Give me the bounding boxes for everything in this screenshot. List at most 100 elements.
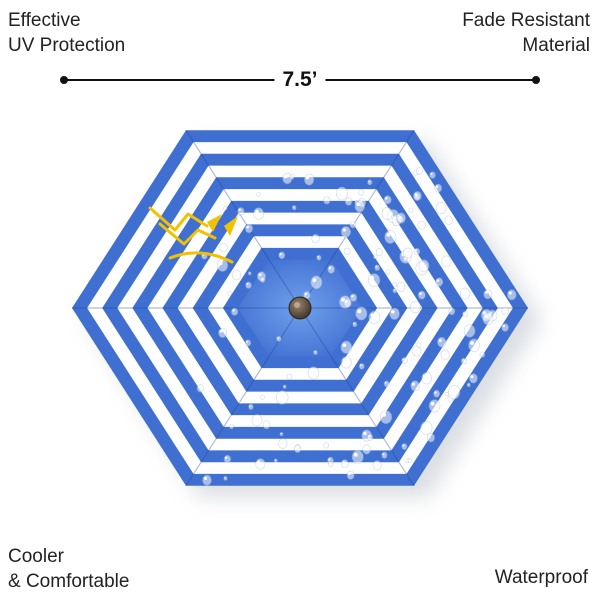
droplet-highlight xyxy=(290,175,293,177)
droplet-body xyxy=(409,300,421,314)
droplet-highlight xyxy=(435,185,439,188)
droplet-body xyxy=(460,287,471,300)
droplet-highlight xyxy=(261,278,263,280)
droplet-highlight xyxy=(295,446,298,449)
water-droplet xyxy=(291,205,297,211)
droplet-highlight xyxy=(232,309,235,312)
water-droplet xyxy=(383,380,390,388)
droplet-body xyxy=(448,307,456,316)
water-droplet xyxy=(237,207,245,216)
droplet-body xyxy=(227,290,232,297)
droplet-body xyxy=(340,459,349,468)
water-droplet xyxy=(389,307,400,320)
sun-ray xyxy=(158,222,217,246)
droplet-highlight xyxy=(246,340,249,343)
droplet-highlight xyxy=(391,310,395,314)
droplet-body xyxy=(294,444,302,453)
droplet-body xyxy=(340,340,353,354)
water-droplet xyxy=(260,394,265,400)
droplet-highlight xyxy=(257,460,261,464)
water-droplet xyxy=(256,192,261,198)
droplet-highlight xyxy=(238,208,241,211)
water-droplet xyxy=(286,373,293,380)
droplet-highlight xyxy=(445,217,449,220)
droplet-highlight xyxy=(382,453,385,456)
droplet-body xyxy=(420,420,433,435)
droplet-body xyxy=(417,290,426,300)
droplet-body xyxy=(501,307,509,316)
water-droplet xyxy=(349,221,356,229)
cooler-line2: & Comfortable xyxy=(8,571,130,592)
fade-resistant-line2: Material xyxy=(522,35,590,56)
droplet-body xyxy=(278,251,286,260)
droplet-highlight xyxy=(411,382,415,386)
droplet-body xyxy=(413,247,421,256)
droplet-highlight xyxy=(227,291,230,294)
droplet-body xyxy=(383,195,392,205)
droplet-body xyxy=(392,288,397,294)
water-droplet xyxy=(351,449,364,464)
droplet-highlight xyxy=(420,261,425,266)
droplet-highlight xyxy=(393,283,395,285)
water-droplet xyxy=(355,306,368,321)
water-droplet xyxy=(231,307,239,316)
droplet-body xyxy=(358,189,364,196)
water-droplet xyxy=(460,357,467,365)
droplet-highlight xyxy=(304,292,307,295)
water-droplet xyxy=(372,460,382,471)
droplet-highlight xyxy=(461,289,466,294)
water-droplet xyxy=(428,399,441,413)
droplet-body xyxy=(349,221,356,229)
water-droplet xyxy=(392,288,397,294)
droplet-body xyxy=(245,281,252,289)
droplet-highlight xyxy=(342,343,347,347)
droplet-body xyxy=(468,338,480,352)
droplet-body xyxy=(346,470,355,480)
droplet-body xyxy=(311,233,320,244)
water-droplet xyxy=(435,202,447,215)
droplet-highlight xyxy=(257,193,259,195)
droplet-highlight xyxy=(357,309,362,314)
droplet-highlight xyxy=(502,308,506,312)
droplet-body xyxy=(237,207,245,216)
water-droplet xyxy=(405,458,410,463)
droplet-body xyxy=(381,207,393,220)
fade-resistant-line1: Fade Resistant xyxy=(462,10,590,31)
water-droplet xyxy=(437,336,447,348)
droplet-highlight xyxy=(377,249,380,252)
droplet-highlight xyxy=(233,271,237,275)
droplet-body xyxy=(426,433,436,443)
droplet-highlight xyxy=(363,446,367,450)
droplet-body xyxy=(381,451,388,459)
droplet-body xyxy=(327,264,336,274)
droplet-highlight xyxy=(203,476,208,480)
droplet-highlight xyxy=(403,257,406,260)
droplet-body xyxy=(384,230,397,244)
dimension-endpoint-right xyxy=(532,76,540,84)
water-droplet xyxy=(304,173,315,186)
droplet-body xyxy=(444,215,453,225)
fade-resistant-label: Fade Resistant Material xyxy=(462,8,590,58)
droplet-body xyxy=(248,271,252,276)
droplet-highlight xyxy=(346,199,349,202)
droplet-body xyxy=(362,444,372,455)
water-droplet xyxy=(343,247,351,256)
droplet-highlight xyxy=(356,202,360,207)
droplet-highlight xyxy=(414,171,416,173)
droplet-highlight xyxy=(449,309,452,312)
droplet-highlight xyxy=(398,216,401,219)
hub-highlight xyxy=(294,302,300,308)
droplet-highlight xyxy=(220,244,224,248)
droplet-body xyxy=(262,420,271,430)
droplet-highlight xyxy=(312,278,317,283)
droplet-body xyxy=(218,327,228,339)
droplet-body xyxy=(368,273,381,288)
droplet-body xyxy=(310,275,323,290)
droplet-body xyxy=(279,432,284,437)
droplet-highlight xyxy=(292,206,295,208)
droplet-body xyxy=(401,357,408,365)
droplet-body xyxy=(372,460,382,471)
water-droplet xyxy=(383,195,392,205)
water-droplet xyxy=(367,179,373,186)
